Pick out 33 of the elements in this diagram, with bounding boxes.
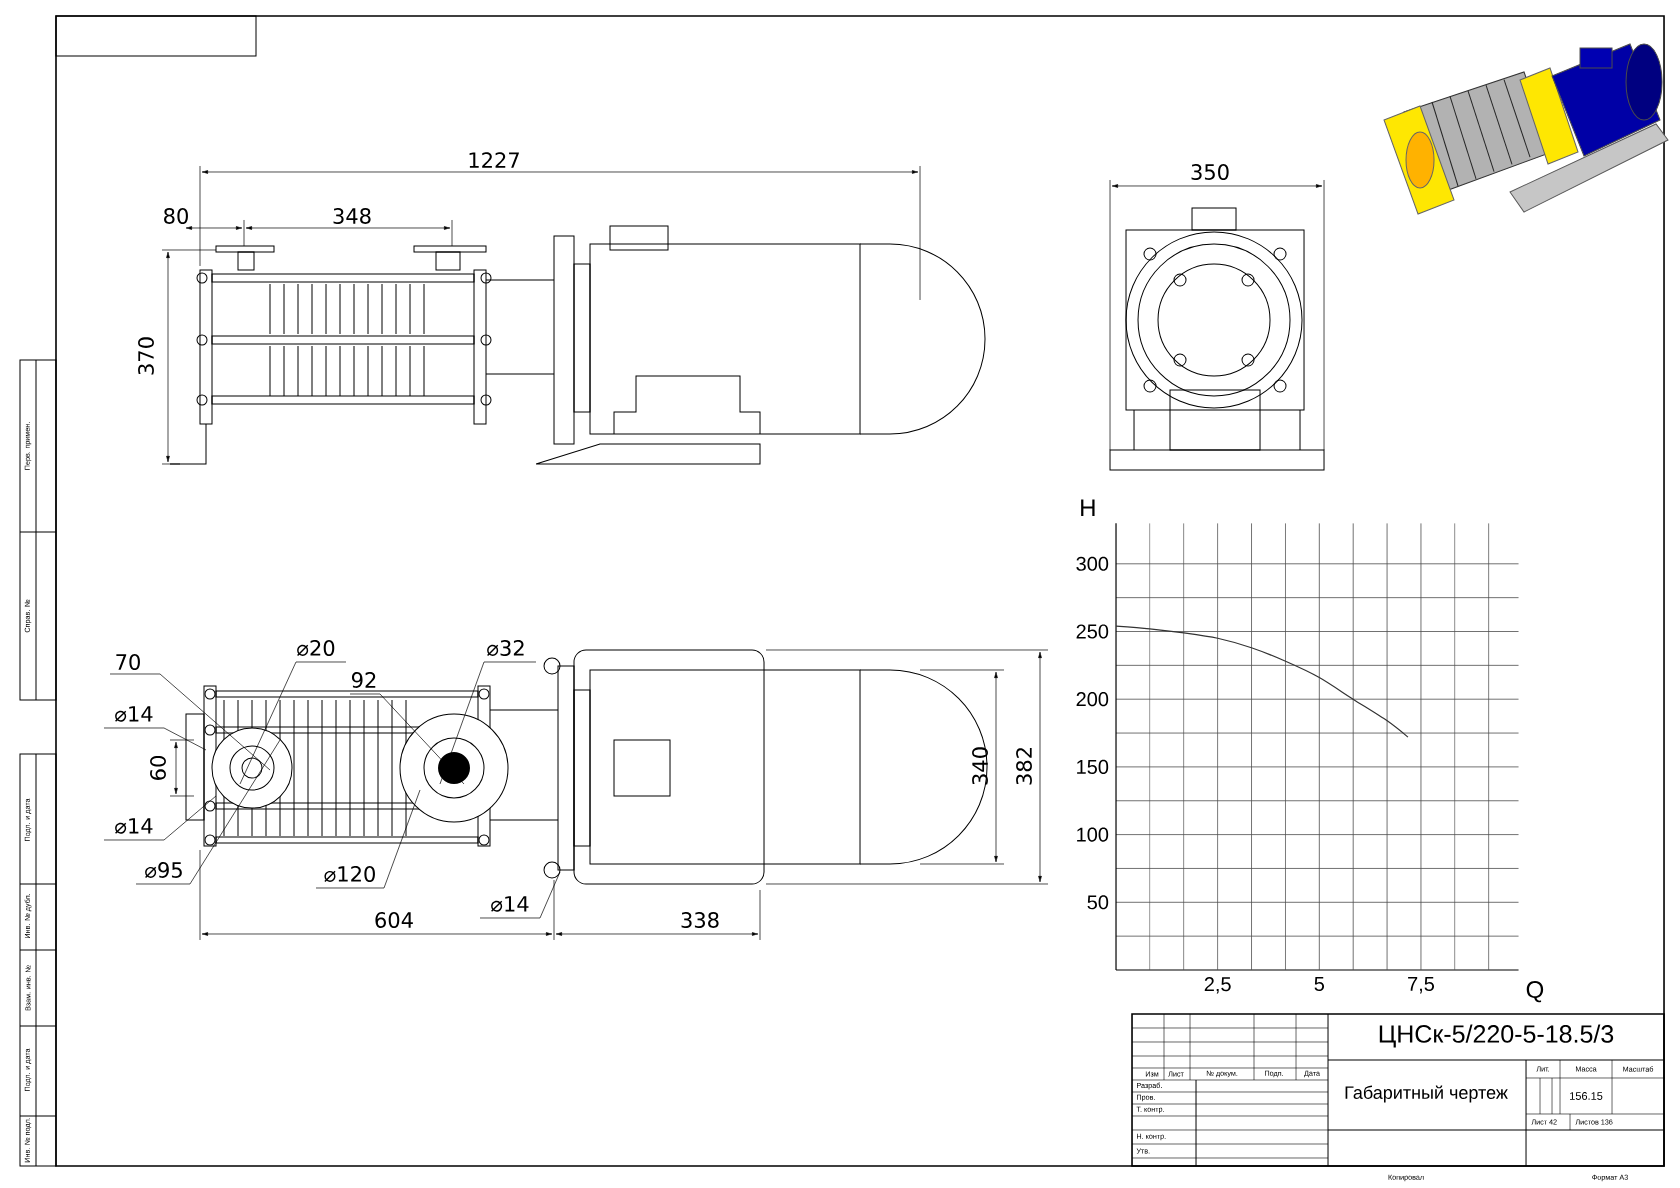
- dimension-text: 604: [375, 912, 413, 928]
- dimension-text: 338: [681, 912, 719, 928]
- y-axis-title: H: [1081, 499, 1095, 517]
- dimension-text: 382: [1016, 748, 1032, 785]
- drawing-title-text: Габаритный чертеж: [1345, 1085, 1508, 1103]
- dimension-text: 348: [333, 208, 371, 224]
- y-tick-label: 200: [1076, 692, 1109, 707]
- dimension-text: ⌀14: [115, 818, 153, 834]
- dimension-text: ⌀32: [487, 640, 524, 656]
- dimension-text: 70: [116, 654, 140, 670]
- y-tick-label: 250: [1076, 624, 1109, 639]
- dimension-text: ⌀120: [324, 866, 375, 882]
- dimension-text: 92: [351, 672, 376, 688]
- dimension-text: ⌀14: [491, 896, 529, 912]
- dimension-text: 340: [972, 747, 988, 785]
- dimension-text: 80: [164, 208, 188, 224]
- y-tick-label: 100: [1077, 827, 1109, 842]
- y-tick-label: 150: [1077, 759, 1109, 774]
- y-tick-label: 50: [1087, 895, 1109, 910]
- line-series: [1116, 625, 1409, 738]
- dimension-text: 1227: [469, 152, 519, 168]
- dimension-text: ⌀95: [145, 862, 182, 878]
- x-axis-title: Q: [1526, 981, 1544, 1003]
- dimension-text: 60: [150, 756, 166, 780]
- x-tick-label: 7,5: [1408, 977, 1435, 994]
- y-tick-label: 300: [1076, 556, 1109, 571]
- x-tick-label: 2,5: [1204, 977, 1231, 994]
- designation-text: ЦНСк-5/220-5-18.5/3: [1379, 1024, 1614, 1048]
- dimension-text: ⌀20: [297, 640, 335, 656]
- x-tick-label: 5: [1314, 977, 1325, 992]
- dimension-text: ⌀14: [115, 706, 153, 722]
- dimension-text: 350: [1191, 164, 1229, 180]
- dimension-text: 370: [138, 337, 154, 375]
